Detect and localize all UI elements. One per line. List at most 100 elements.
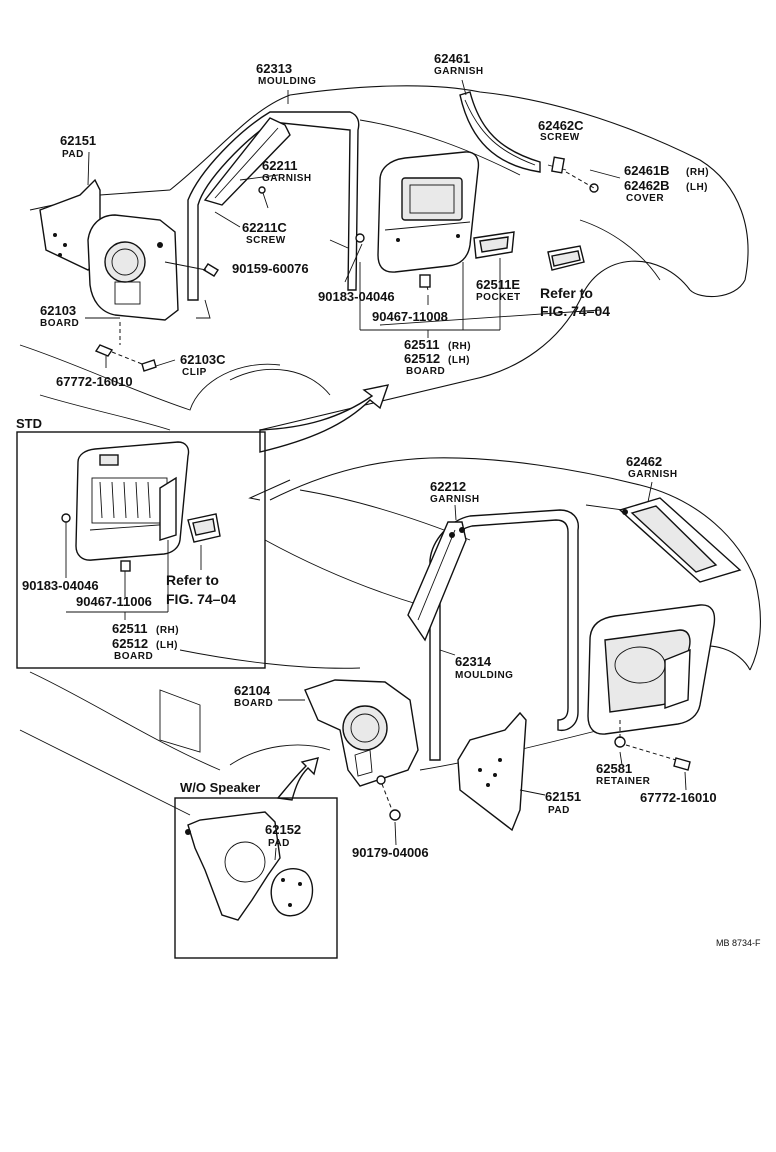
callout-62151-top: 62151 PAD — [60, 133, 96, 160]
callout-62512-top: 62512 (LH) BOARD — [404, 351, 470, 377]
callout-62511E: 62511E POCKET — [476, 277, 521, 303]
car-body-bottom — [19, 457, 761, 816]
part-number-90159: 90159-60076 — [232, 261, 309, 276]
callout-62462C: 62462C SCREW — [538, 118, 584, 143]
section-label-std: STD — [16, 416, 42, 431]
part-name: PAD — [268, 838, 290, 849]
part-name: BOARD — [406, 366, 445, 377]
callout-62512-std: 62512 (LH) BOARD — [112, 636, 178, 662]
part-name: SCREW — [540, 132, 580, 143]
part-number: 62511E — [476, 277, 520, 292]
part-number: 62512 — [404, 351, 440, 366]
callout-62511-std: 62511 (RH) — [112, 621, 179, 636]
part-number: 62512 — [112, 636, 148, 651]
callout-62314: 62314 MOULDING — [455, 654, 513, 681]
part-number-90467-std: 90467-11006 — [76, 594, 152, 609]
garnish-62212 — [407, 521, 467, 642]
part-name: BOARD — [40, 318, 79, 329]
callout-refer-top: Refer to FIG. 74–04 — [540, 285, 610, 319]
callout-refer-std: Refer to FIG. 74–04 — [166, 572, 236, 607]
part-suffix: (LH) — [156, 640, 178, 651]
callout-62211C: 62211C SCREW — [242, 220, 287, 246]
part-suffix: (LH) — [686, 182, 708, 193]
part-number: 62511 — [112, 621, 147, 636]
board-62104 — [304, 679, 419, 787]
garnish-62462 — [618, 497, 742, 583]
part-name: GARNISH — [430, 494, 480, 505]
labels: 62313 MOULDING 62461 GARNISH 62462C SCRE… — [16, 51, 761, 948]
part-number: 62212 — [430, 479, 466, 494]
callout-62151-bottom: 62151 PAD — [545, 789, 581, 816]
part-number: 62462B — [624, 178, 670, 193]
part-number: 62314 — [455, 654, 492, 669]
fasteners-top — [94, 156, 599, 372]
section-label-wo-speaker: W/O Speaker — [180, 780, 260, 795]
figure-code: MB 8734-F — [716, 938, 761, 948]
part-number-67772-bottom: 67772-16010 — [640, 790, 717, 805]
part-number: 62461 — [434, 51, 470, 66]
part-name: SCREW — [246, 235, 286, 246]
part-number-90183-top: 90183-04046 — [318, 289, 395, 304]
part-number-67772-top: 67772-16010 — [56, 374, 133, 389]
callout-62152: 62152 PAD — [265, 822, 301, 849]
leader-lines-top — [85, 79, 621, 368]
part-suffix: (LH) — [448, 355, 470, 366]
part-name: MOULDING — [455, 670, 513, 681]
part-number: 62313 — [256, 61, 292, 76]
part-number: 62511 — [404, 337, 439, 352]
callout-62104: 62104 BOARD — [234, 683, 273, 709]
part-number: 62103C — [180, 352, 226, 367]
refer-figure: FIG. 74–04 — [166, 591, 236, 607]
refer-text: Refer to — [166, 572, 219, 588]
arrow-bottom — [276, 757, 319, 801]
callout-62461: 62461 GARNISH — [434, 51, 484, 77]
wo-speaker-box — [174, 797, 338, 959]
arrow-top — [259, 384, 390, 453]
part-number: 62104 — [234, 683, 271, 698]
garnish-62461 — [459, 91, 541, 173]
part-number: 62151 — [545, 789, 581, 804]
part-number: 62462 — [626, 454, 662, 469]
part-name: PAD — [62, 149, 84, 160]
callout-62103C: 62103C CLIP — [180, 352, 226, 378]
part-number: 62152 — [265, 822, 301, 837]
car-body-top — [19, 85, 749, 431]
part-name: COVER — [626, 193, 664, 204]
pocket-62511E — [473, 231, 515, 259]
part-name: MOULDING — [258, 76, 316, 87]
callout-62511-top: 62511 (RH) — [404, 337, 471, 352]
part-number: 62151 — [60, 133, 96, 148]
callout-62461B: 62461B (RH) — [624, 163, 709, 178]
part-name: CLIP — [182, 367, 207, 378]
callout-62581: 62581 RETAINER — [596, 761, 650, 787]
part-name: BOARD — [234, 698, 273, 709]
part-name: BOARD — [114, 651, 153, 662]
part-number-90467-top: 90467-11008 — [372, 309, 448, 324]
part-number: 62581 — [596, 761, 632, 776]
callout-62103: 62103 BOARD — [40, 303, 79, 329]
board-62511-top — [377, 151, 480, 273]
callout-62313: 62313 MOULDING — [256, 61, 316, 87]
fasteners-bottom — [381, 720, 691, 821]
part-number-90183-std: 90183-04046 — [22, 578, 99, 593]
part-name: POCKET — [476, 292, 521, 303]
refer-text: Refer to — [540, 285, 593, 301]
part-number: 62462C — [538, 118, 584, 133]
callout-62211: 62211 GARNISH — [262, 158, 312, 184]
part-number: 62461B — [624, 163, 670, 178]
ref-part-top — [547, 245, 585, 271]
part-name: GARNISH — [262, 173, 312, 184]
part-name: PAD — [548, 805, 570, 816]
part-suffix: (RH) — [448, 341, 471, 352]
callout-62212: 62212 GARNISH — [430, 479, 480, 505]
part-name: GARNISH — [628, 469, 678, 480]
part-suffix: (RH) — [686, 167, 709, 178]
board-62103 — [87, 214, 179, 321]
part-name: GARNISH — [434, 66, 484, 77]
garnish-62211 — [203, 117, 291, 206]
moulding-62313 — [187, 111, 360, 319]
part-suffix: (RH) — [156, 625, 179, 636]
part-number: 62103 — [40, 303, 76, 318]
pad-62151-bottom — [457, 711, 527, 832]
